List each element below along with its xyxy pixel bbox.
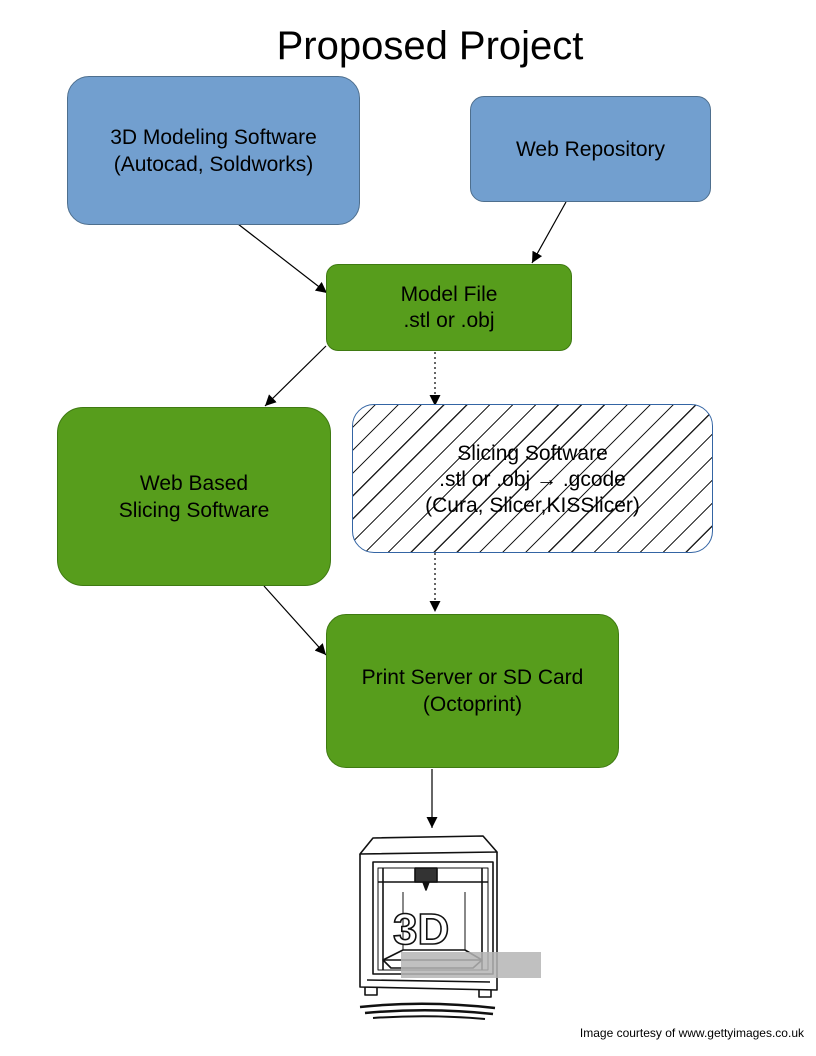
arrow-modeling-to-model-file [237, 223, 328, 294]
image-credit: Image courtesy of www.gettyimages.co.uk [579, 1026, 804, 1040]
3d-printer-illustration: 3D [359, 835, 541, 1020]
node-label: Slicing Software [457, 441, 608, 465]
node-3d-modeling-software: 3D Modeling Software (Autocad, Soldworks… [67, 76, 360, 225]
node-sublabel: (Autocad, Soldworks) [113, 152, 314, 176]
arrow-model-file-to-web-slicing [264, 345, 327, 407]
node-print-server: Print Server or SD Card (Octoprint) [326, 614, 619, 768]
arrow-web-slicing-to-print-server [263, 585, 327, 656]
page-title: Proposed Project [276, 24, 584, 68]
node-model-file: Model File .stl or .obj [326, 264, 572, 351]
node-web-based-slicing-software: Web Based Slicing Software [57, 407, 331, 586]
node-label: 3D Modeling Software [110, 125, 317, 149]
node-sublabel: .stl or .obj → .gcode [439, 467, 626, 491]
node-web-repository: Web Repository [470, 96, 711, 202]
node-sublabel: .stl or .obj [403, 308, 495, 332]
node-sublabel-tools: (Cura, Slicer,KISSlicer) [425, 493, 640, 517]
node-label: Print Server or SD Card [361, 666, 584, 689]
arrow-repository-to-model-file [531, 201, 567, 264]
node-sublabel: Slicing Software [118, 498, 270, 522]
node-sublabel: (Octoprint) [422, 693, 523, 716]
node-label: Web Based [139, 471, 249, 495]
node-label: Model File [400, 282, 498, 306]
printer-3d-text: 3D [393, 905, 449, 954]
node-slicing-software: Slicing Software .stl or .obj → .gcode (… [352, 404, 713, 553]
node-label: Web Repository [515, 137, 665, 161]
